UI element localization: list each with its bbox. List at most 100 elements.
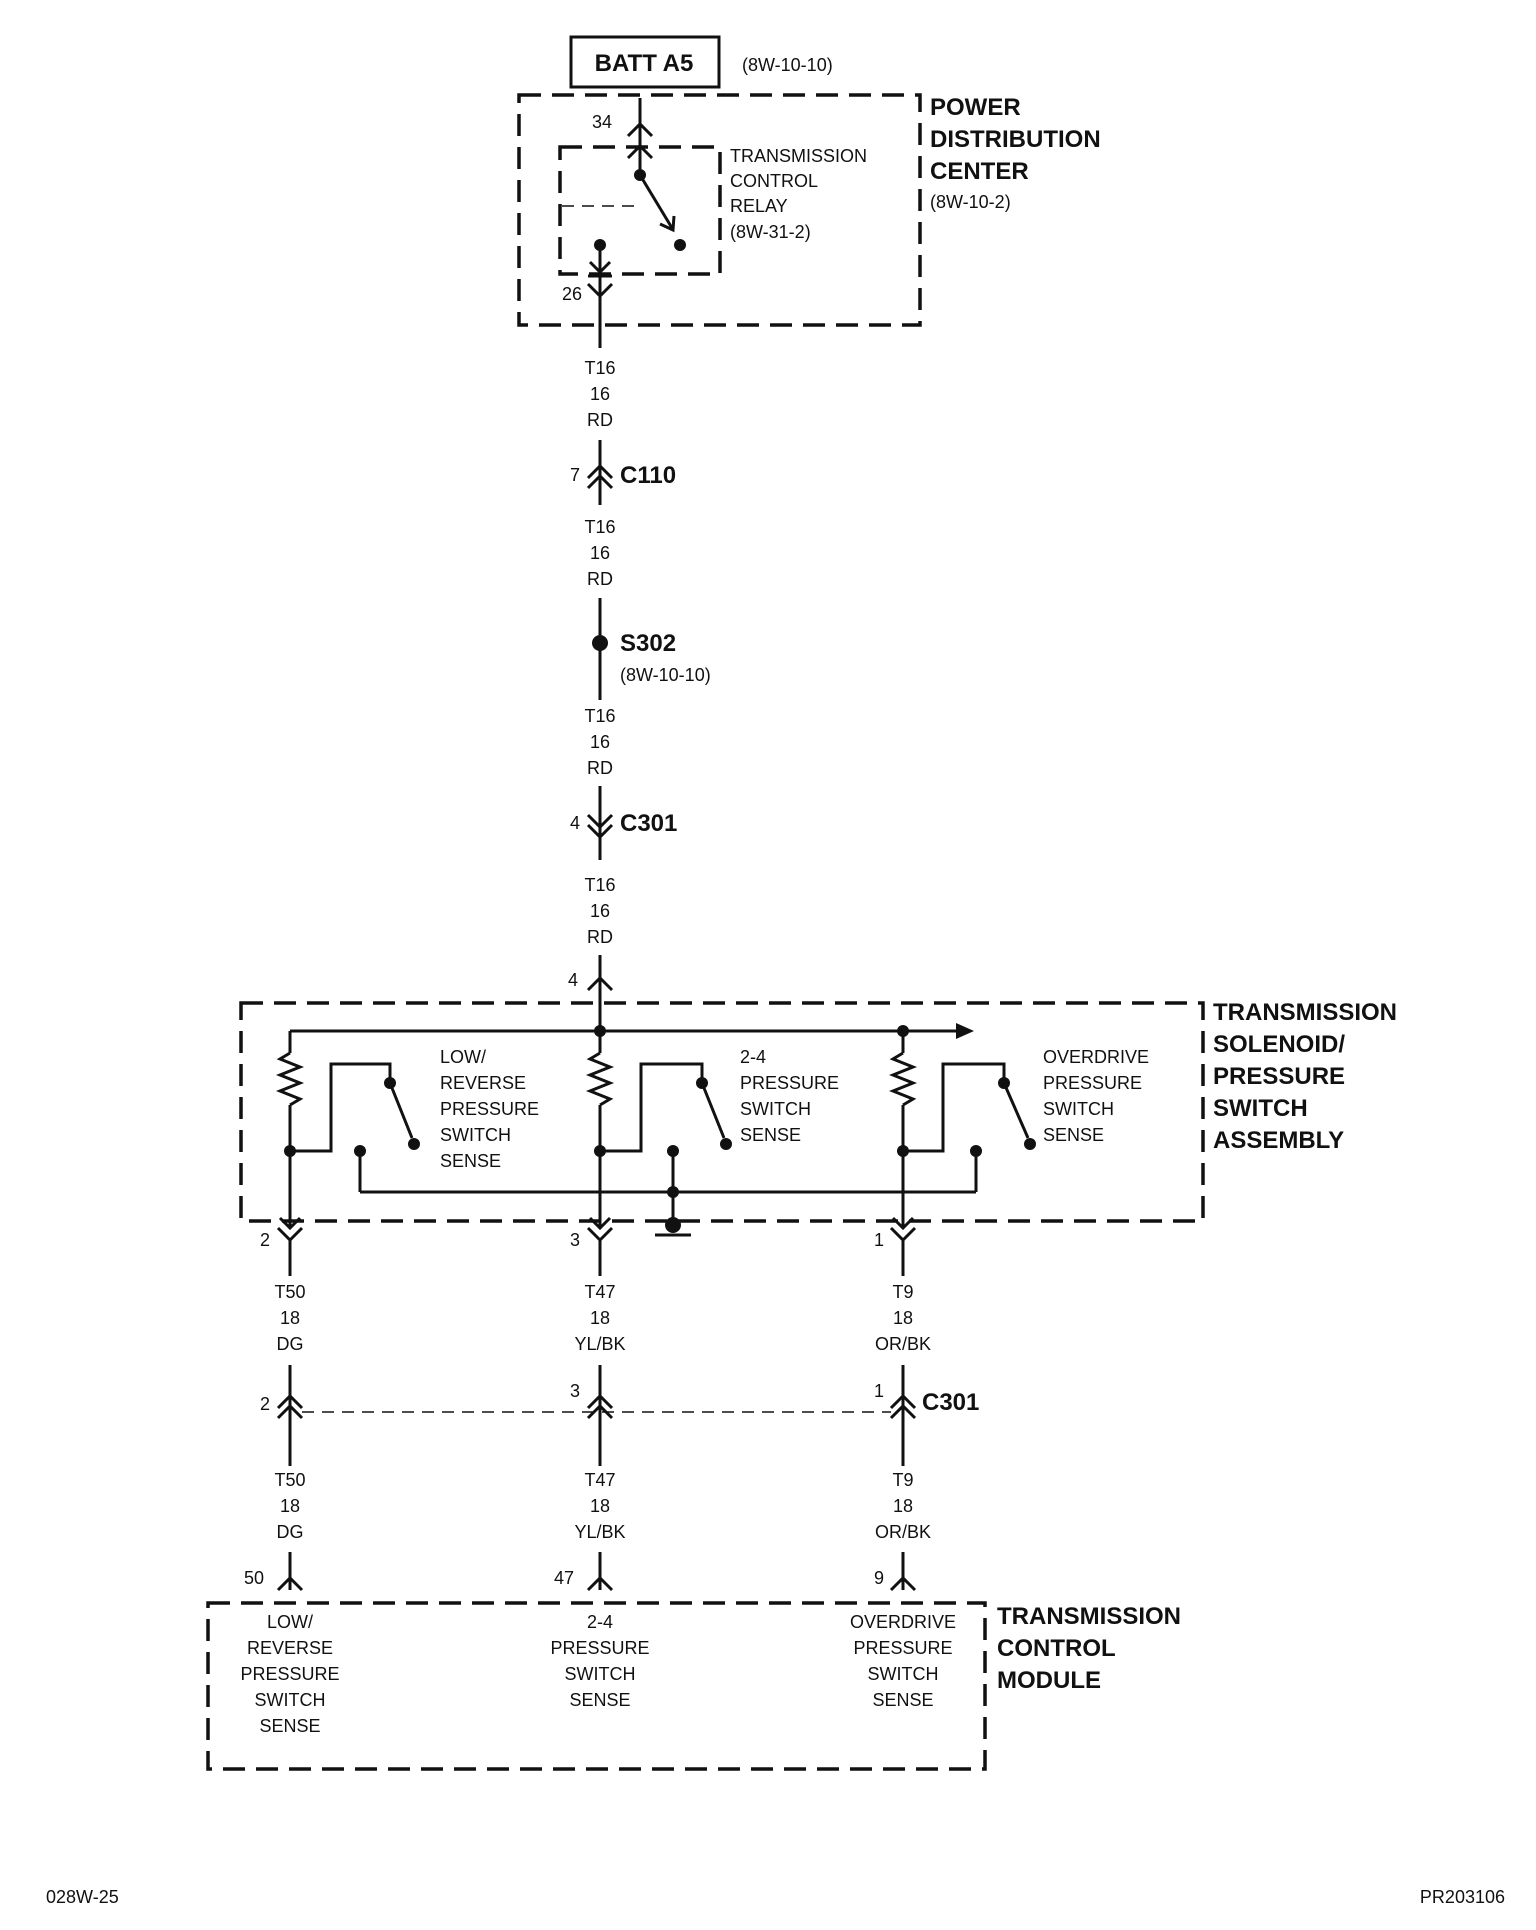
t50-circuit-lower: T50 bbox=[274, 1470, 305, 1490]
t47-color-upper: YL/BK bbox=[574, 1334, 625, 1354]
ch1-label-5: SENSE bbox=[440, 1151, 501, 1171]
seg4-color: RD bbox=[587, 927, 613, 947]
tcm-input-1-line-1: LOW/ bbox=[267, 1612, 313, 1632]
ch1-label-1: LOW/ bbox=[440, 1047, 486, 1067]
relay-label-4: (8W-31-2) bbox=[730, 222, 811, 242]
assembly-title-2: SOLENOID/ bbox=[1213, 1031, 1345, 1058]
ch1-label-3: PRESSURE bbox=[440, 1099, 539, 1119]
pdc-title-3: CENTER bbox=[930, 158, 1029, 185]
t47-gauge-lower: 18 bbox=[590, 1496, 610, 1516]
seg1-gauge: 16 bbox=[590, 384, 610, 404]
seg4-gauge: 16 bbox=[590, 901, 610, 921]
pdc-title-1: POWER bbox=[930, 94, 1021, 121]
t9-color-upper: OR/BK bbox=[875, 1334, 931, 1354]
t50-circuit-upper: T50 bbox=[274, 1282, 305, 1302]
batt-label: BATT A5 bbox=[595, 50, 694, 77]
tcm-input-2-line-3: SWITCH bbox=[565, 1664, 636, 1684]
c301-upper-terminal-b bbox=[586, 823, 614, 840]
ch2-switch-lead bbox=[600, 1062, 704, 1153]
ground-node bbox=[667, 1186, 679, 1198]
ch3-label-3: SWITCH bbox=[1043, 1099, 1114, 1119]
tcm-input-3-line-4: SENSE bbox=[872, 1690, 933, 1710]
tcm-input-3-line-3: SWITCH bbox=[868, 1664, 939, 1684]
tcm-pin-50-terminal bbox=[276, 1575, 304, 1592]
tcm-input-1-line-2: REVERSE bbox=[247, 1638, 333, 1658]
t50-color-upper: DG bbox=[277, 1334, 304, 1354]
s302-label: S302 bbox=[620, 630, 676, 657]
t50-color-lower: DG bbox=[277, 1522, 304, 1542]
tcm-input-3-line-1: OVERDRIVE bbox=[850, 1612, 956, 1632]
ch3-label-4: SENSE bbox=[1043, 1125, 1104, 1145]
ch2-ground-contact bbox=[667, 1145, 679, 1157]
ch1-label-4: SWITCH bbox=[440, 1125, 511, 1145]
batt-box bbox=[569, 35, 721, 89]
pdc-ref: (8W-10-2) bbox=[930, 192, 1011, 212]
c301-pin-3-terminal-b bbox=[586, 1403, 614, 1420]
tcm-input-1-line-3: PRESSURE bbox=[240, 1664, 339, 1684]
ch1-resistor bbox=[275, 1051, 305, 1107]
seg1-color: RD bbox=[587, 410, 613, 430]
ch3-switch-lead bbox=[903, 1062, 1006, 1153]
seg1-circuit: T16 bbox=[584, 358, 615, 378]
ch1-switch-blade bbox=[388, 1082, 414, 1139]
ch3-ground-contact bbox=[970, 1145, 982, 1157]
tcm-input-1-line-5: SENSE bbox=[259, 1716, 320, 1736]
pin-34-terminal bbox=[626, 121, 654, 138]
assembly-title-4: SWITCH bbox=[1213, 1095, 1308, 1122]
seg2-circuit: T16 bbox=[584, 517, 615, 537]
s302-ref: (8W-10-10) bbox=[620, 665, 711, 685]
t50-gauge-upper: 18 bbox=[280, 1308, 300, 1328]
ch2-switch-blade bbox=[700, 1082, 726, 1139]
c301-pin-2-terminal-b bbox=[276, 1403, 304, 1420]
assembly-pin-2: 2 bbox=[260, 1230, 270, 1250]
assembly-pin-4-terminal bbox=[586, 975, 614, 992]
ch2-label-3: SWITCH bbox=[740, 1099, 811, 1119]
pdc-pin-26: 26 bbox=[562, 284, 582, 304]
t47-color-lower: YL/BK bbox=[574, 1522, 625, 1542]
c301-lower-pin-2: 2 bbox=[260, 1394, 270, 1414]
ch1-output-arrow bbox=[278, 1216, 302, 1231]
c301-pin-3-terminal-a bbox=[586, 1393, 614, 1410]
assembly-title-5: ASSEMBLY bbox=[1213, 1127, 1344, 1154]
relay-contact-arm bbox=[638, 174, 674, 229]
seg2-color: RD bbox=[587, 569, 613, 589]
ground-splice bbox=[665, 1217, 681, 1233]
t50-gauge-lower: 18 bbox=[280, 1496, 300, 1516]
tcm-input-3-line-2: PRESSURE bbox=[853, 1638, 952, 1658]
t9-circuit-upper: T9 bbox=[892, 1282, 913, 1302]
c301-lower-pin-1: 1 bbox=[874, 1381, 884, 1401]
seg2-gauge: 16 bbox=[590, 543, 610, 563]
footer-right-code: PR203106 bbox=[1420, 1887, 1505, 1907]
ch3-resistor bbox=[888, 1051, 918, 1107]
t9-circuit-lower: T9 bbox=[892, 1470, 913, 1490]
ch1-switch-lead bbox=[290, 1062, 392, 1153]
c110-terminal-a bbox=[586, 463, 614, 480]
ch2-resistor bbox=[585, 1051, 615, 1107]
t47-circuit-upper: T47 bbox=[584, 1282, 615, 1302]
tcm-input-2-line-2: PRESSURE bbox=[550, 1638, 649, 1658]
c110-label: C110 bbox=[620, 462, 676, 489]
ch1-label-2: REVERSE bbox=[440, 1073, 526, 1093]
tcm-pin-47: 47 bbox=[554, 1568, 574, 1588]
ch3-label-2: PRESSURE bbox=[1043, 1073, 1142, 1093]
footer-left-code: 028W-25 bbox=[46, 1887, 119, 1907]
relay-arrow-top bbox=[626, 143, 654, 160]
ch2-output-arrow bbox=[588, 1216, 612, 1231]
ch2-label-1: 2-4 bbox=[740, 1047, 766, 1067]
t47-circuit-lower: T47 bbox=[584, 1470, 615, 1490]
seg3-color: RD bbox=[587, 758, 613, 778]
t9-gauge-upper: 18 bbox=[893, 1308, 913, 1328]
c301-upper-terminal-a bbox=[586, 813, 614, 830]
seg4-circuit: T16 bbox=[584, 875, 615, 895]
batt-ref: (8W-10-10) bbox=[742, 55, 833, 75]
assembly-boundary bbox=[239, 1001, 1205, 1223]
pdc-title-2: DISTRIBUTION bbox=[930, 126, 1101, 153]
c301-pin-1-terminal-b bbox=[889, 1403, 917, 1420]
c301-lower-pin-3: 3 bbox=[570, 1381, 580, 1401]
pdc-pin-34: 34 bbox=[592, 112, 612, 132]
ch3-label-1: OVERDRIVE bbox=[1043, 1047, 1149, 1067]
c301-upper-pin: 4 bbox=[570, 813, 580, 833]
ch2-label-4: SENSE bbox=[740, 1125, 801, 1145]
tcm-pin-9: 9 bbox=[874, 1568, 884, 1588]
